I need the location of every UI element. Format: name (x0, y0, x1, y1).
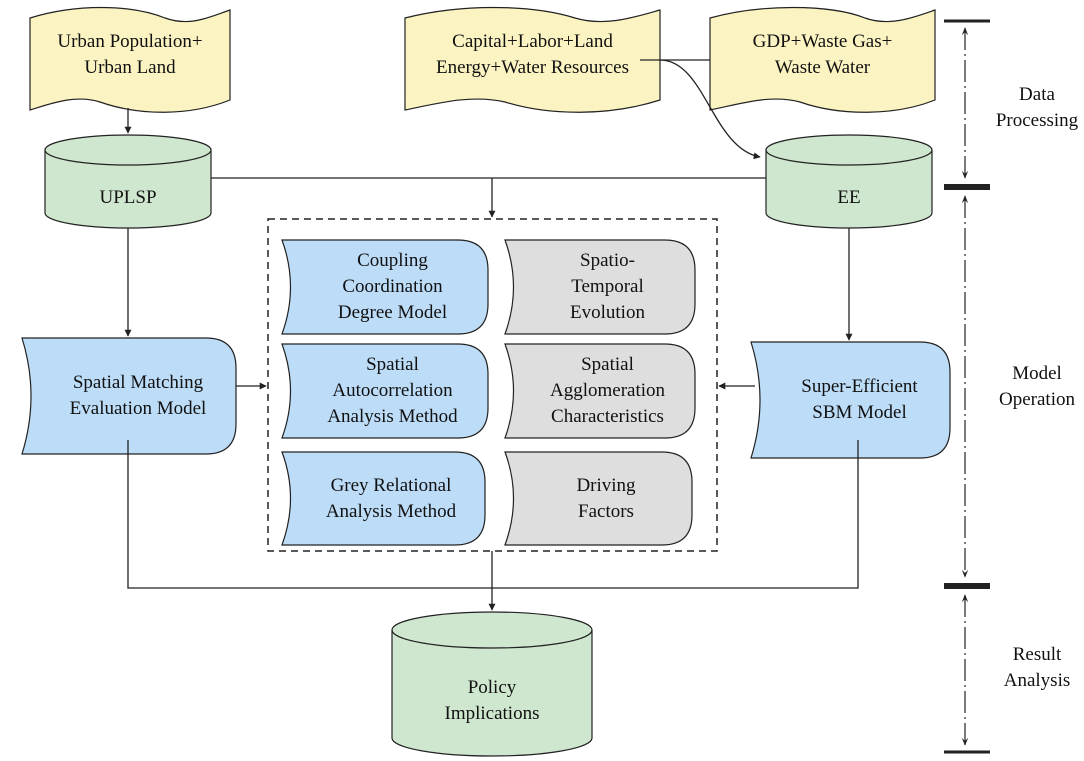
driving-analysis-shape (504, 451, 693, 546)
connectors (124, 59, 859, 611)
stage-model-operation: Model Operation (999, 363, 1075, 410)
capital-to-ee-arrow (659, 59, 761, 160)
spatial-matching-model: Spatial Matching Evaluation Model (69, 372, 207, 419)
capital-input: Capital+Labor+Land Energy+Water Resource… (436, 31, 629, 78)
spatial-matching-model-shape (21, 337, 237, 455)
ee-database-shape (765, 134, 933, 229)
agglomeration-analysis-shape (504, 343, 696, 439)
sbm-model-shape (750, 341, 951, 459)
sbm-model: Super-Efficient SBM Model (801, 376, 918, 423)
capital-input-shape (404, 6, 661, 113)
policy-database-shape (391, 611, 593, 757)
coupling-method: Coupling Coordination Degree Model (337, 250, 448, 323)
coupling-method-shape (281, 239, 489, 335)
stage-scale (944, 19, 990, 754)
driving-analysis: Driving Factors (576, 474, 636, 522)
methods-dashed-container (267, 218, 718, 552)
ee-database: EE (837, 187, 861, 208)
uplsp-database-shape (44, 134, 212, 229)
uplsp-database: UPLSP (99, 187, 157, 208)
stage-data-processing: Data Processing (995, 84, 1079, 131)
urban-input: Urban Population+ Urban Land (57, 31, 203, 78)
grey-method-shape (281, 451, 486, 546)
grey-method: Grey Relational Analysis Method (325, 474, 457, 522)
autocorrelation-method: Spatial Autocorrelation Analysis Method (327, 354, 458, 427)
policy-database: Policy Implications (444, 677, 540, 724)
urban-input-shape (29, 6, 231, 113)
gdp-input-shape (709, 6, 936, 113)
stage-result-analysis: Result Analysis (1003, 644, 1071, 691)
gdp-input: GDP+Waste Gas+ Waste Water (752, 31, 893, 78)
spatiotemporal-analysis-shape (504, 239, 696, 335)
matching-to-policy-line (127, 440, 859, 589)
autocorrelation-method-shape (281, 343, 489, 439)
spatiotemporal-analysis: Spatio- Temporal Evolution (570, 250, 645, 323)
agglomeration-analysis: Spatial Agglomeration Characteristics (549, 354, 666, 427)
